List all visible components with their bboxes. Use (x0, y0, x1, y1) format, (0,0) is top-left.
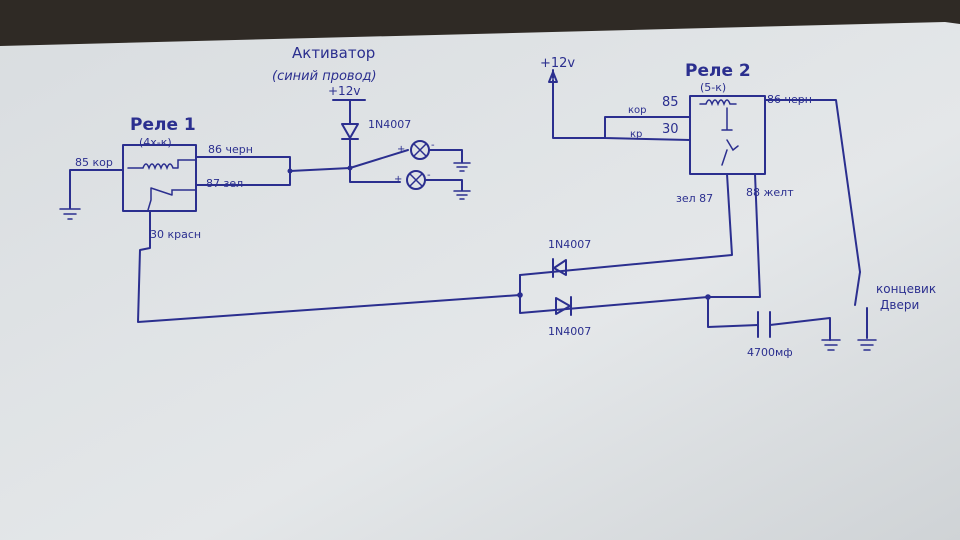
relay2-supply-wires (552, 79, 691, 141)
ground-icon (857, 339, 877, 351)
activator-subtitle: (синий провод) (272, 69, 377, 84)
relay2-pin85: 85 (662, 95, 679, 110)
relay1-body (122, 144, 197, 212)
relay1-pin30-wire (137, 210, 521, 323)
relay2-pin88: 88 желт (746, 186, 794, 199)
relay2-label30: кр (630, 129, 642, 140)
diode-bridge-wires (519, 274, 709, 314)
lamp1-plus: + (397, 144, 405, 155)
relay2-pin87: зел 87 (676, 192, 713, 205)
relay1-subtitle: (4х-к) (139, 136, 172, 149)
relay1-contact (147, 187, 197, 211)
activator-supply-wire (332, 99, 366, 125)
lamp2-ground-wire (424, 179, 463, 191)
ground-icon (821, 339, 841, 351)
relay1-coil (127, 159, 197, 171)
relay1-pin30-label: 30 красн (150, 228, 201, 241)
relay2-contact (721, 107, 739, 166)
capacitor-wires (707, 296, 831, 341)
relay1-pin85-wire (69, 169, 124, 209)
lamp-cross (409, 173, 423, 187)
relay1-title: Реле 1 (130, 115, 196, 135)
diode-bottom-label: 1N4007 (548, 325, 591, 338)
activator-diode-label: 1N4007 (368, 118, 411, 131)
lamp-cross (413, 143, 427, 157)
relay2-label85: кор (628, 105, 647, 116)
relay2-title: Реле 2 (685, 61, 751, 81)
relay2-pin86-wire (764, 99, 861, 273)
relay-2: +12v Реле 2 (5-к) кор 85 кр 30 86 черн з… (519, 56, 861, 298)
relay1-pin87-label: 87 зел (206, 177, 243, 190)
junction-dot (347, 165, 353, 171)
relay1-pin86-label: 86 черн (208, 143, 253, 156)
relay2-subtitle: (5-к) (700, 81, 726, 94)
diode-bridge: 1N4007 1N4007 (517, 238, 711, 338)
junction-dot (517, 292, 523, 298)
lamp2-minus: - (427, 170, 431, 181)
lamp2-plus: + (394, 174, 402, 185)
switch-icon (854, 271, 868, 339)
relay2-pin88-wire (707, 173, 761, 298)
capacitor-icon (757, 311, 771, 338)
relay2-pin30: 30 (662, 122, 679, 137)
diode-icon (552, 258, 567, 278)
activator: Активатор (синий провод) +12v 1N4007 + -… (272, 44, 471, 200)
ground-icon (453, 190, 471, 200)
activator-title: Активатор (292, 44, 375, 62)
diode-top-label: 1N4007 (548, 238, 591, 251)
door-switch-line2: Двери (880, 298, 919, 312)
lamp1-minus: - (431, 140, 435, 151)
capacitor: 4700мф (707, 296, 841, 359)
door-switch-line1: концевик (876, 282, 936, 296)
ground-icon (453, 162, 471, 172)
relay2-coil (699, 99, 737, 107)
activator-supply-label: +12v (328, 84, 360, 98)
diode-icon (555, 296, 572, 316)
paper-sheet (0, 22, 960, 540)
door-switch: концевик Двери (854, 271, 936, 351)
relay2-supply-label: +12v (540, 56, 575, 71)
lamp1-ground-wire (428, 149, 463, 163)
relay2-pin87-wire (519, 173, 733, 276)
capacitor-label: 4700мф (747, 346, 793, 359)
ground-icon (59, 208, 81, 220)
relay1-pin85-label: 85 кор (75, 156, 113, 169)
